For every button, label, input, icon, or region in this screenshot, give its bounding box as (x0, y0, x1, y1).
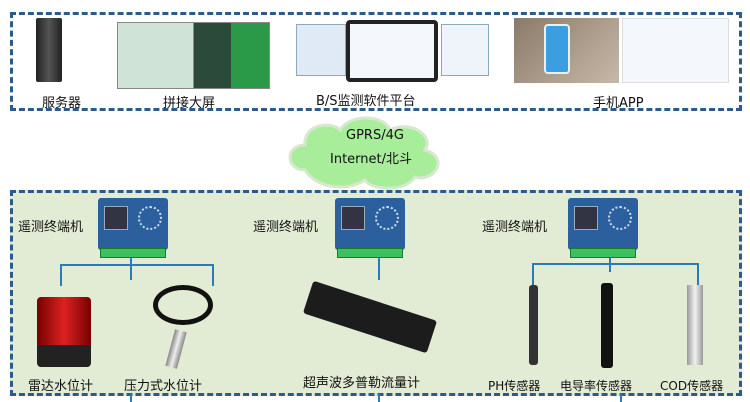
terminal-label-1: 遥测终端机 (18, 220, 84, 235)
terminal-label-3: 遥测终端机 (482, 220, 548, 235)
telemetry-terminal-2 (335, 198, 405, 258)
network-line1: GPRS/4G (346, 128, 404, 143)
sensor-label-conductivity: 电导率传感器 (560, 379, 633, 393)
network-cloud-icon (288, 116, 440, 190)
server-icon (36, 18, 62, 82)
sensor-label-ph: PH传感器 (488, 379, 541, 393)
sensor-label-pressure: 压力式水位计 (124, 379, 203, 394)
network-line2: Internet/北斗 (330, 152, 412, 167)
terminal-label-2: 遥测终端机 (253, 220, 319, 235)
sensor-label-doppler: 超声波多普勒流量计 (303, 376, 421, 391)
video-wall-icon (117, 22, 270, 89)
software-platform-label: B/S监测软件平台 (316, 94, 416, 109)
pressure-level-sensor-icon (148, 285, 218, 370)
cod-sensor-icon (687, 285, 703, 365)
server-label: 服务器 (42, 96, 82, 111)
ph-sensor-icon (529, 285, 538, 365)
sensor-label-radar: 雷达水位计 (28, 379, 94, 394)
radar-level-sensor-icon (37, 297, 91, 367)
platform-layer (10, 12, 742, 111)
sensor-label-cod: COD传感器 (660, 379, 724, 393)
telemetry-terminal-3 (568, 198, 638, 258)
mobile-app-icon (514, 18, 729, 83)
conductivity-sensor-icon (601, 283, 613, 368)
mobile-app-label: 手机APP (593, 96, 644, 111)
telemetry-terminal-1 (98, 198, 168, 258)
video-wall-label: 拼接大屏 (163, 96, 216, 111)
software-platform-icon (296, 20, 490, 82)
